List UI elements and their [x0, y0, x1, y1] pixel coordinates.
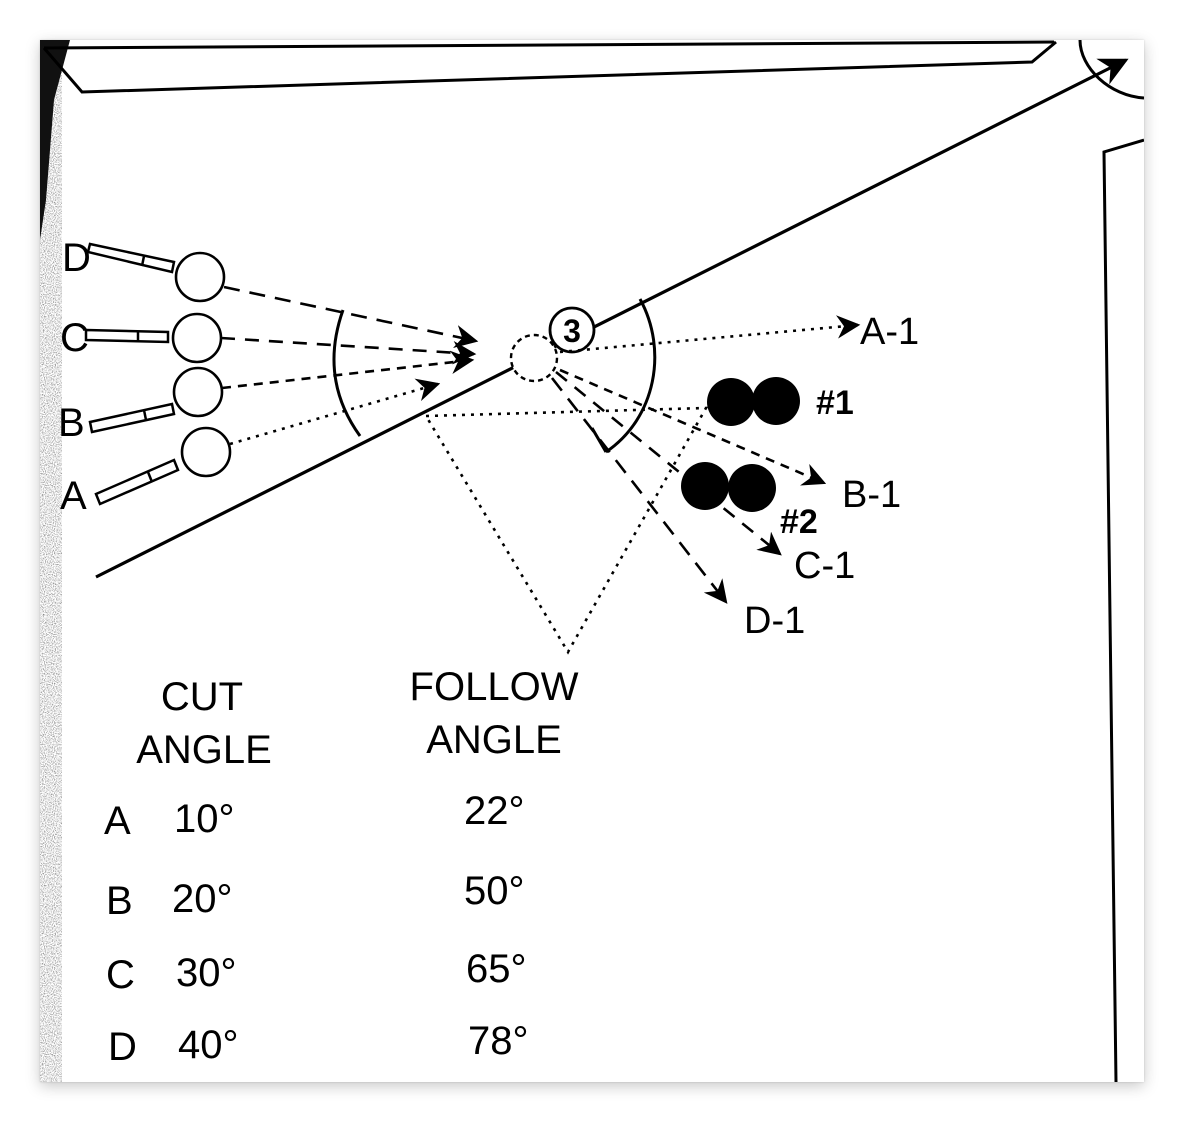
cue-ball-icon	[171, 312, 223, 364]
row-letter: A	[104, 799, 131, 843]
shot-lines	[220, 285, 479, 446]
follow-paths	[550, 315, 861, 604]
follow-angle-triangle	[423, 406, 709, 655]
cue-stick-icon	[84, 328, 170, 344]
cut-angle-value: 30°	[176, 951, 237, 995]
table-rails	[42, 40, 1144, 1082]
cushion-line	[95, 58, 1129, 579]
cue-ball-icon	[174, 251, 226, 303]
top-rail-outer	[43, 40, 1055, 50]
blocker-ball-1a	[707, 378, 755, 426]
follow-angle-value: 50°	[464, 869, 525, 913]
cue-ball-icon	[180, 426, 232, 478]
path-a1	[559, 315, 861, 354]
path-c1	[555, 370, 782, 556]
result-b1: B-1	[842, 474, 901, 516]
blocker-label-2: #2	[780, 503, 818, 541]
arc-tick	[590, 427, 608, 453]
result-a1: A-1	[860, 311, 919, 353]
blocker-ball-2a	[681, 462, 729, 510]
cut-angle-value: 40°	[178, 1023, 239, 1067]
table-row: A 10° 22°	[104, 789, 525, 843]
ghost-ball	[509, 333, 559, 383]
cue-stick-icon	[86, 242, 176, 274]
cut-angle-arc	[332, 309, 362, 437]
cue-stick-icon	[94, 458, 180, 506]
top-rail-cushion	[42, 40, 1057, 94]
table-row: D 40° 78°	[108, 1019, 529, 1069]
result-c1: C-1	[794, 545, 855, 587]
shot-line-d	[223, 285, 479, 349]
follow-angle-value: 78°	[468, 1019, 529, 1063]
table-row: B 20° 50°	[106, 869, 525, 923]
shot-letters: D C B A	[58, 236, 91, 518]
cut-angle-value: 10°	[174, 797, 235, 841]
header-cut: CUT	[161, 675, 243, 719]
shot-line-c	[220, 336, 477, 365]
shot-letter-c: C	[60, 316, 89, 360]
cue-sticks	[84, 242, 180, 506]
object-ball-number: 3	[563, 313, 581, 349]
header-follow: FOLLOW	[410, 665, 579, 709]
header-cut-angle: ANGLE	[136, 728, 272, 772]
result-d1: D-1	[744, 600, 805, 642]
result-labels: A-1 B-1 C-1 D-1	[744, 311, 919, 642]
row-letter: B	[106, 879, 133, 923]
shot-letter-d: D	[62, 236, 91, 280]
shot-letter-a: A	[60, 474, 87, 518]
right-rail-cushion	[1102, 138, 1144, 1082]
table-row: C 30° 65°	[106, 947, 527, 997]
path-d1	[550, 377, 728, 604]
scan-edge-shadow	[40, 40, 70, 1082]
blocker-ball-2b	[728, 464, 776, 512]
shot-line-b	[221, 350, 475, 390]
blocker-label-1: #1	[816, 384, 854, 422]
angle-table: CUT ANGLE FOLLOW ANGLE A 10° 22° B 20° 5…	[104, 665, 579, 1069]
blocker-ball-1b	[752, 377, 800, 425]
cue-ball-icon	[172, 366, 224, 418]
shot-line-a	[229, 378, 441, 446]
follow-angle-arc	[605, 298, 657, 454]
cue-stick-icon	[88, 402, 176, 434]
row-letter: C	[106, 953, 135, 997]
follow-angle-value: 65°	[466, 947, 527, 991]
shot-diagram: 3 #1 #2 D C B A A-1 B-1 C-1 D-1 CUT ANGL…	[40, 40, 1144, 1082]
shot-letter-b: B	[58, 401, 85, 445]
row-letter: D	[108, 1025, 137, 1069]
blocker-balls	[681, 377, 800, 512]
corner-pocket	[1078, 40, 1144, 100]
follow-angle-value: 22°	[464, 789, 525, 833]
diagram-frame: 3 #1 #2 D C B A A-1 B-1 C-1 D-1 CUT ANGL…	[40, 40, 1144, 1082]
header-follow-angle: ANGLE	[426, 718, 562, 762]
cue-balls	[171, 251, 232, 478]
cut-angle-value: 20°	[172, 877, 233, 921]
